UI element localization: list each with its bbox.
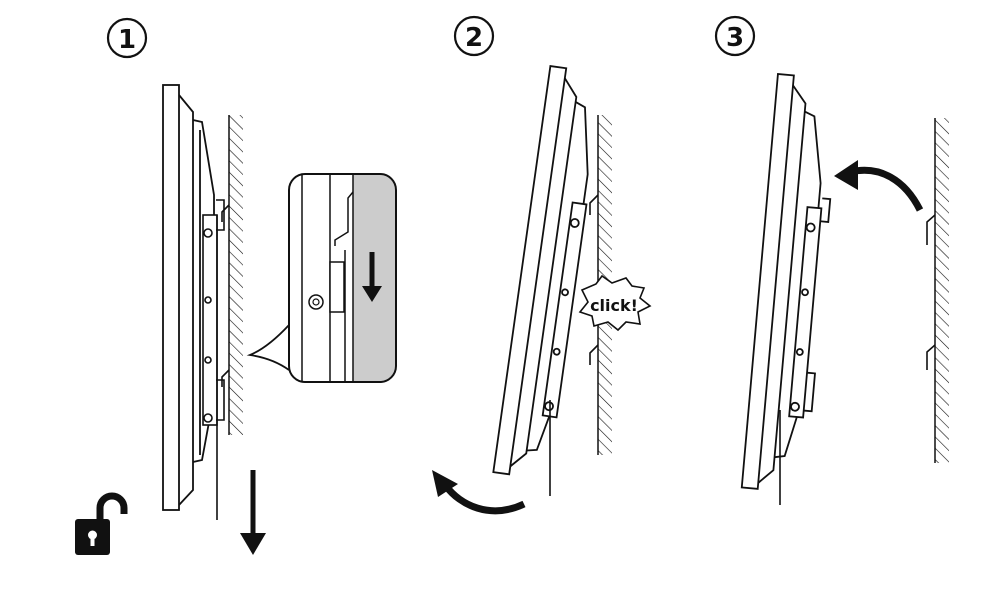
arrow-down-icon	[240, 470, 266, 555]
step-2-wall-plate	[590, 195, 598, 365]
step-3-panel: 3	[716, 17, 949, 505]
step-2-panel: 2 click!	[432, 17, 650, 511]
curved-arrow-icon	[432, 470, 524, 511]
unlocked-padlock-icon	[75, 496, 124, 555]
click-label: click!	[590, 296, 638, 315]
step-2-tv	[493, 66, 605, 480]
step-3-wall	[935, 118, 949, 463]
click-burst: click!	[580, 276, 650, 330]
step-1-tv-bracket	[203, 200, 224, 520]
step-3-number-badge: 3	[716, 17, 754, 55]
step-1-wall-plate	[222, 205, 229, 387]
step-1-number: 1	[118, 25, 136, 55]
step-3-wall-plate	[927, 215, 935, 370]
step-2-number: 2	[465, 23, 483, 53]
step-1-wall	[229, 115, 243, 435]
step-1-panel: 1	[75, 19, 396, 555]
step-3-tv	[742, 74, 841, 493]
zoom-callout	[250, 174, 396, 382]
curved-arrow-icon	[834, 160, 920, 210]
step-1-number-badge: 1	[108, 19, 146, 57]
step-2-number-badge: 2	[455, 17, 493, 55]
step-3-number: 3	[726, 23, 744, 53]
